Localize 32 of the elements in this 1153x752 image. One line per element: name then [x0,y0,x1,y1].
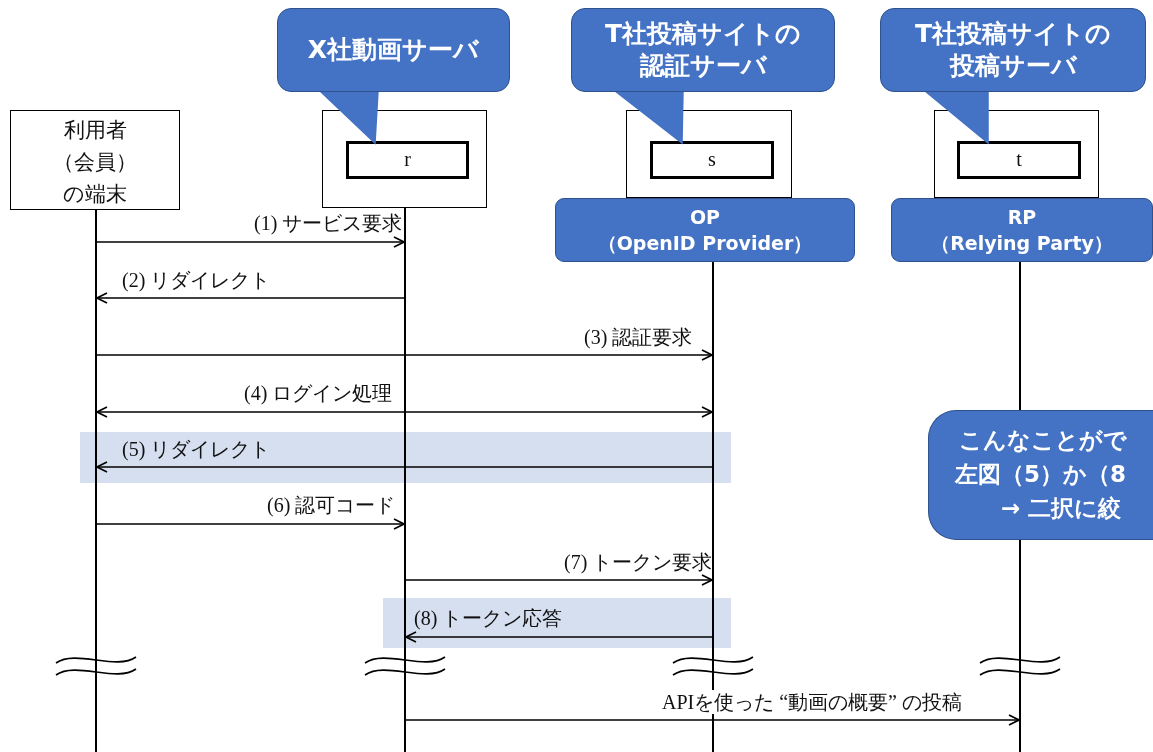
note-box: こんなことがで 左図（5）か（8 → 二択に絞 [928,410,1153,540]
message-arrow [96,406,713,418]
lifeline [712,262,714,752]
edge-label: (7) トークン要求 [564,550,713,574]
lifeline [404,208,406,752]
message-arrow [96,349,713,361]
message-arrow [405,574,713,586]
callout-pointer [924,90,989,145]
edge-label: (4) ログイン処理 [244,381,393,405]
message-arrow [96,518,405,530]
edge-label: (3) 認証要求 [584,325,693,349]
terminal-box: 利用者（会員）の端末 [10,110,180,210]
server-box [934,110,1099,198]
message-arrow [96,292,405,304]
edge-label: APIを使った “動画の概要” の投稿 [662,690,962,714]
message-arrow [405,631,713,643]
role-label: RP （Relying Party） [891,198,1153,262]
server-box [626,110,792,198]
callout-pointer [319,90,379,145]
edge-label: (1) サービス要求 [254,211,403,235]
edge-label: (8) トークン応答 [414,606,563,630]
message-arrow [96,461,713,473]
message-arrow [96,236,405,248]
server-box [322,110,487,208]
callout-pointer [614,90,684,145]
component-box: r [346,141,469,179]
component-box: t [957,141,1081,179]
component-box: s [650,141,774,179]
role-label: OP （OpenID Provider） [555,198,855,262]
edge-label: (6) 認可コード [267,493,396,517]
message-arrow [405,714,1020,726]
lifeline [95,210,97,752]
